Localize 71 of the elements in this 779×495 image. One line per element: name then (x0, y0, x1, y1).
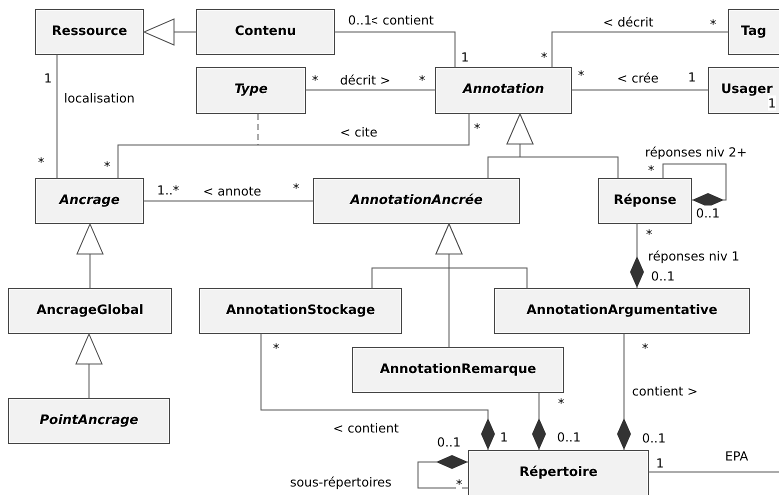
multiplicity-label: 1 (44, 70, 52, 86)
composition-line (617, 334, 631, 450)
class-name: AncrageGlobal (36, 303, 144, 319)
association-line (334, 32, 456, 68)
class-box (598, 178, 692, 224)
multiplicity-label: 1..* (157, 182, 180, 198)
association-line (144, 200, 314, 202)
multiplicity-label: 1 (461, 50, 469, 64)
multiplicity-label: 0..1 (651, 268, 675, 284)
class-name: Tag (740, 24, 766, 40)
multiplicity-label: 0..1 (437, 434, 461, 450)
multiplicity-label: 0..1 (557, 430, 581, 444)
generalization-arrow (76, 334, 102, 398)
generalization-arrow (144, 18, 196, 46)
edge-label: localisation (64, 90, 135, 106)
class-box (8, 398, 170, 444)
class-name: PointAncrage (40, 413, 138, 429)
edge-label: EPA (725, 448, 748, 464)
association-line (118, 114, 470, 178)
edge-label: décrit > (340, 72, 390, 88)
class-box (728, 9, 779, 55)
edge-label: sous-répertoires (290, 474, 392, 490)
class-box (35, 9, 144, 55)
class-name: AnnotationStockage (226, 303, 376, 319)
multiplicity-label: 1 (656, 456, 664, 470)
class-name: Type (234, 82, 268, 98)
class-box (196, 9, 335, 55)
class-box (199, 288, 402, 334)
edge-label: réponses niv 2+ (645, 144, 747, 160)
association-line (56, 54, 58, 178)
class-name: Réponse (614, 193, 676, 209)
class-name: Annotation (462, 82, 544, 98)
multiplicity-label: 0..1 (696, 206, 720, 220)
edge-label: réponses niv 1 (648, 248, 740, 264)
class-box (35, 178, 144, 224)
class-box (352, 347, 564, 393)
generalization-arrow (76, 224, 104, 288)
composition-line (260, 334, 495, 450)
class-name: Ressource (52, 24, 128, 40)
composition-line (662, 164, 726, 207)
class-box (8, 288, 172, 334)
class-box (196, 67, 306, 114)
edge-label: < cite (340, 124, 378, 140)
edge-label: < crée (617, 70, 659, 86)
association-line (552, 32, 728, 68)
composition-line (418, 455, 468, 488)
class-name: Répertoire (519, 465, 598, 481)
edge-label: < annote (203, 184, 262, 198)
edge-label: < décrit (603, 14, 654, 30)
generalization-arrow (506, 114, 618, 178)
multiplicity-label: 0..1 (642, 430, 666, 446)
class-name: Contenu (234, 24, 296, 40)
class-box (494, 288, 750, 334)
composition-line (532, 392, 546, 450)
class-name: AnnotationRemarque (380, 362, 536, 378)
class-name: Usager (720, 82, 773, 98)
class-box (313, 178, 520, 224)
edge-label: < contient (333, 420, 399, 436)
class-name: AnnotationArgumentative (526, 303, 718, 319)
multiplicity-label: 1 (688, 70, 696, 84)
generalization-arrow (436, 224, 528, 288)
multiplicity-label: 1 (768, 96, 776, 110)
class-name: Ancrage (59, 193, 120, 209)
edge-label: contient > (632, 384, 698, 398)
composition-line (630, 224, 644, 288)
multiplicity-label: 0..1 (348, 12, 372, 28)
class-box (435, 67, 572, 114)
multiplicity-label: * (456, 476, 462, 492)
class-name: AnnotationAncrée (350, 193, 483, 209)
class-box (468, 450, 649, 495)
multiplicity-label: 1 (500, 430, 508, 444)
